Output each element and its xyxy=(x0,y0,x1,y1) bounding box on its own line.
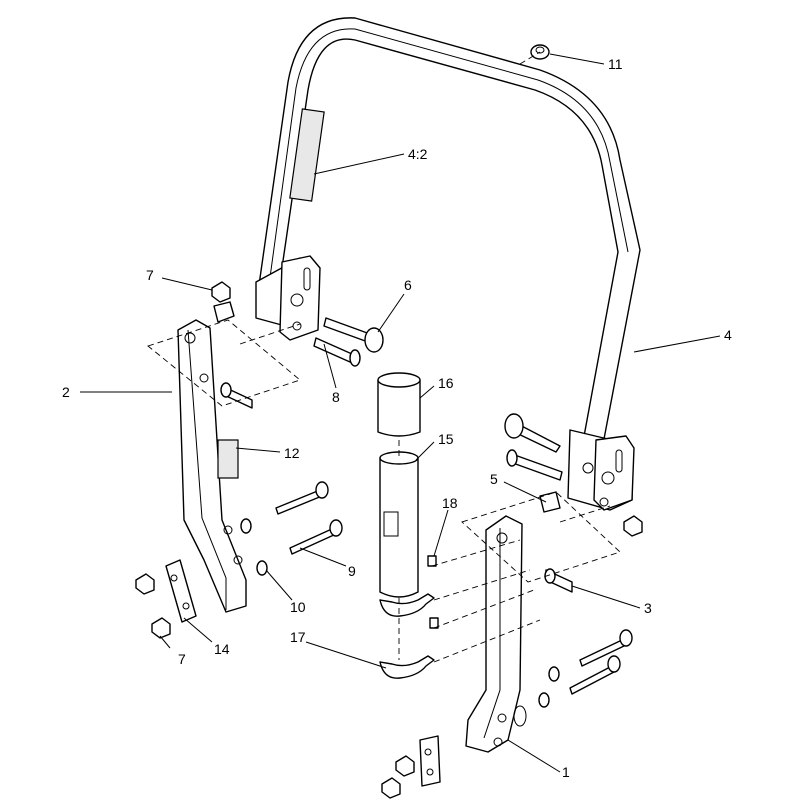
pin-storage-tube xyxy=(379,451,419,598)
callout-1: 1 xyxy=(562,764,570,780)
callout-16: 16 xyxy=(438,375,454,391)
callout-12: 12 xyxy=(284,445,300,461)
nut-top-left xyxy=(211,281,231,303)
callout-15: 15 xyxy=(438,431,454,447)
callout-4-2: 4:2 xyxy=(408,146,428,162)
callout-7-bottom: 7 xyxy=(178,651,186,667)
bolt-left-upper xyxy=(275,481,329,515)
nut-right xyxy=(623,515,643,537)
callout-10: 10 xyxy=(290,599,306,615)
decal-strip xyxy=(289,108,325,202)
washer-right-lower xyxy=(538,692,550,708)
bolt-pin-left xyxy=(313,337,361,367)
bumper-right xyxy=(539,491,561,513)
callout-6: 6 xyxy=(404,277,412,293)
clamp-screw-upper xyxy=(427,555,437,567)
callout-14: 14 xyxy=(214,641,230,657)
nut-bottom-upper xyxy=(395,755,415,777)
callout-11: 11 xyxy=(608,56,623,72)
mount-plate-right xyxy=(419,735,441,787)
callout-5: 5 xyxy=(490,471,498,487)
callout-18: 18 xyxy=(442,495,458,511)
bolt-pin-right xyxy=(506,449,563,481)
leader-lines xyxy=(80,53,721,773)
callout-7-top: 7 xyxy=(146,267,154,283)
left-lower-post xyxy=(177,319,247,613)
callout-3: 3 xyxy=(644,600,652,616)
mount-plate-left xyxy=(165,559,197,623)
callout-labels: 1 2 3 4 4:2 5 6 7 7 8 9 10 11 12 14 15 1… xyxy=(62,56,732,780)
callout-9: 9 xyxy=(348,563,356,579)
spacer-tube-left xyxy=(220,382,253,409)
nut-left-upper xyxy=(135,573,155,595)
spacer-tube-right xyxy=(544,568,573,593)
bolt-right-upper xyxy=(579,629,633,667)
alignment-lines xyxy=(147,51,621,663)
post-decal xyxy=(217,439,239,479)
bolt-left-lower xyxy=(289,519,343,555)
bumper-left xyxy=(213,301,235,323)
washer-right-upper xyxy=(548,666,560,682)
clevis-pin-right xyxy=(504,413,561,453)
callout-2: 2 xyxy=(62,384,70,400)
right-lower-post xyxy=(465,515,527,753)
washer-left-upper xyxy=(240,518,252,534)
callout-4: 4 xyxy=(724,327,732,343)
tube-clamp-lower xyxy=(379,655,435,679)
callout-17: 17 xyxy=(290,629,306,645)
tube-clamp-upper xyxy=(379,593,435,617)
nut-bottom-lower xyxy=(381,777,401,799)
tube-cap xyxy=(377,372,421,437)
washer-left-lower xyxy=(256,560,268,576)
nut-left-lower xyxy=(151,617,171,639)
callout-8: 8 xyxy=(332,389,340,405)
roll-bar-upper-hoop xyxy=(255,17,641,511)
clevis-pin-left xyxy=(323,317,384,353)
bolt-right-lower xyxy=(569,655,621,695)
